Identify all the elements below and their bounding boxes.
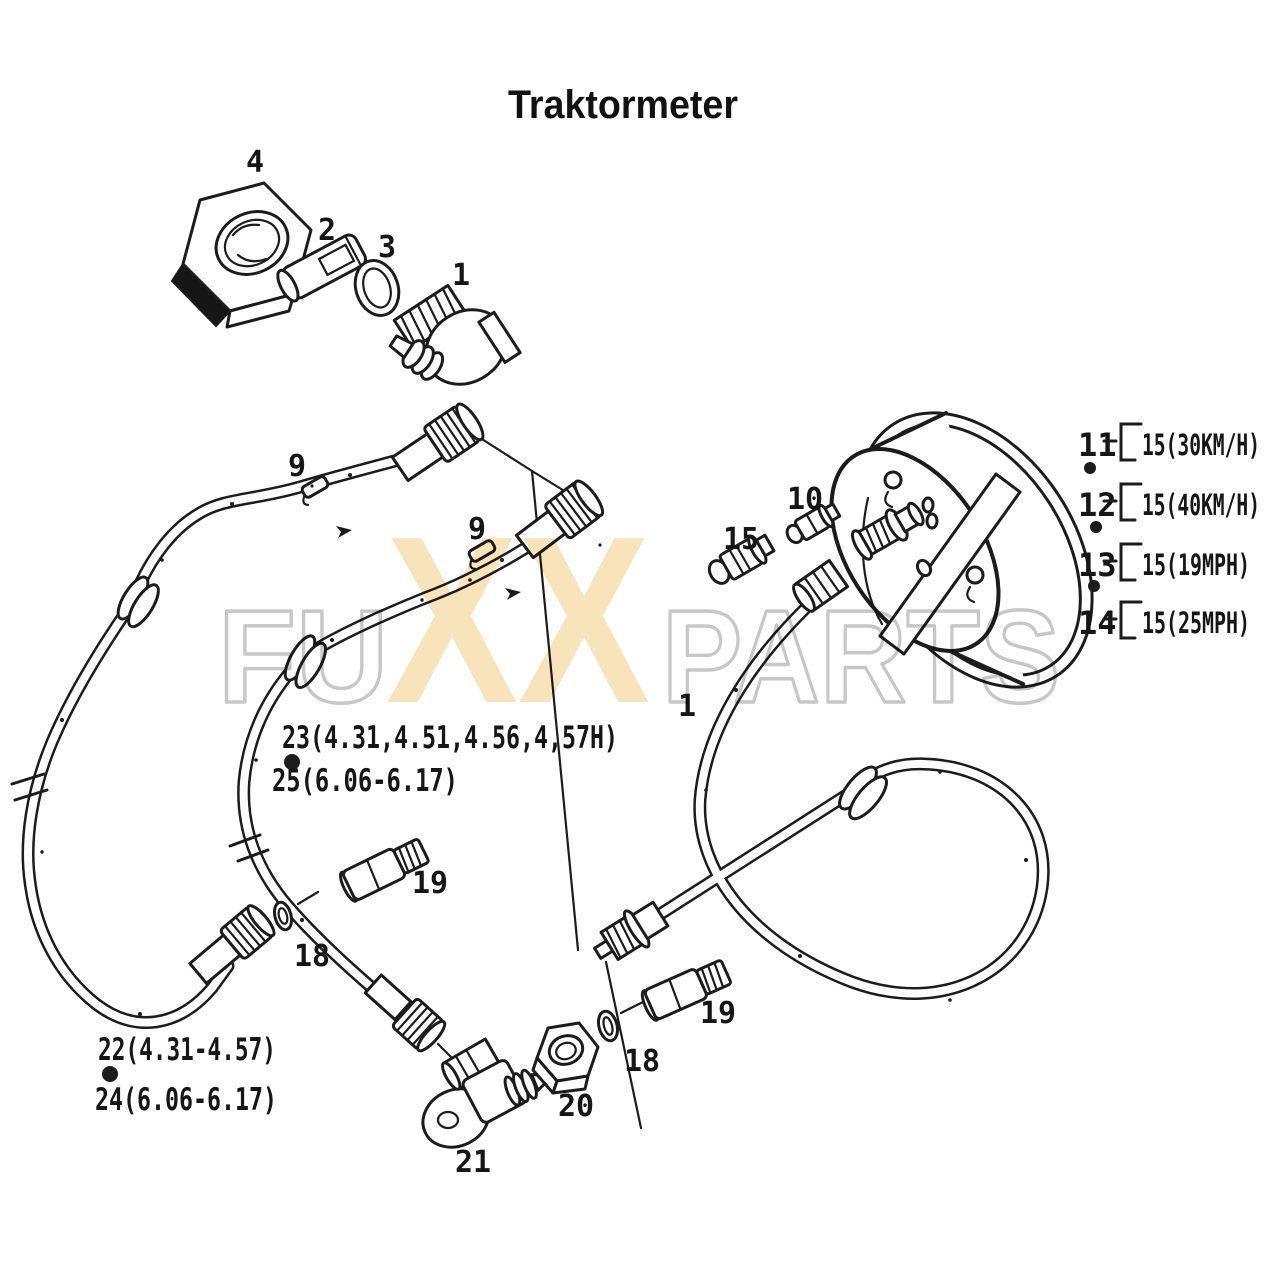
watermark: FU XX PARTS <box>216 488 1062 753</box>
part-label-21: 21 <box>455 1145 491 1180</box>
part-label-18-left: 18 <box>294 939 330 974</box>
note-bullet <box>284 754 300 770</box>
grommet-speedo-cable <box>838 765 888 821</box>
variant-spec: 15(40KM/H) <box>1142 488 1260 522</box>
variant-ref: 11 <box>1078 426 1117 464</box>
cable-connector <box>514 479 605 560</box>
variant-ref: 14 <box>1078 604 1117 642</box>
variant-ref: 13 <box>1078 546 1117 584</box>
part-20-union-nut <box>531 1021 600 1095</box>
watermark-right: PARTS <box>662 583 1060 730</box>
part-label-18-right: 18 <box>624 1044 660 1079</box>
part-labels: 4 2 3 1 9 9 10 15 1 19 18 21 20 18 19 <box>246 145 823 1180</box>
part-label-1-cable: 1 <box>678 689 696 724</box>
part-4-hex-nut <box>170 181 313 329</box>
gauge-drive-connector <box>850 501 925 561</box>
part-label-19-left: 19 <box>412 866 448 901</box>
part-label-9-upper: 9 <box>288 449 306 484</box>
variant-row-12: 12 15(40KM/H) <box>1078 482 1260 524</box>
direction-arrow <box>505 588 521 600</box>
cable-connector <box>188 904 276 985</box>
variant-spec: 15(30KM/H) <box>1142 428 1260 462</box>
variant-row-13: 13 15(19MPH) <box>1078 542 1250 584</box>
cable-ferrule <box>792 558 850 613</box>
direction-arrow <box>336 526 352 538</box>
part-label-4: 4 <box>246 145 264 180</box>
part-19-adapter-left <box>339 838 430 903</box>
part-label-10: 10 <box>787 482 823 517</box>
part-label-2: 2 <box>318 213 336 248</box>
cable-9-upper <box>10 402 485 1029</box>
variant-row-11: 11 15(30KM/H) <box>1078 422 1260 464</box>
note-24: 24(6.06-6.17) <box>95 1082 277 1118</box>
gauge-tractormeter <box>829 411 1094 689</box>
part-3-seal-ring <box>353 259 401 317</box>
part-18-washer-left <box>272 900 294 932</box>
part-18-washer-right <box>596 1009 620 1043</box>
note-25: 25(6.06-6.17) <box>272 763 458 799</box>
cable-end-fitting <box>593 900 670 961</box>
note-23: 23(4.31,4.51,4.56,4,57H) <box>282 720 618 756</box>
cable-clip <box>300 475 330 506</box>
grommet-lower-cable <box>283 634 327 689</box>
page-title: Traktormeter <box>508 83 738 127</box>
part-21-elbow-fitting <box>421 1037 551 1149</box>
variant-row-14: 14 15(25MPH) <box>1078 600 1250 642</box>
cable-9-lower <box>228 479 605 1060</box>
part-label-9-lower: 9 <box>468 512 486 547</box>
variant-separator-dot <box>1088 580 1100 592</box>
cable-1-speedo <box>593 558 1050 1000</box>
variant-spec: 15(25MPH) <box>1142 606 1250 640</box>
cable-clip <box>467 539 497 570</box>
variant-separator-dot <box>1090 521 1102 533</box>
watermark-left: FU <box>218 583 388 730</box>
note-22: 22(4.31-4.57) <box>98 1032 276 1068</box>
part-label-15: 15 <box>723 522 759 557</box>
grommet-upper-cable <box>116 575 160 629</box>
variant-spec: 15(19MPH) <box>1142 548 1250 582</box>
part-label-3: 3 <box>378 230 396 265</box>
cable-connector <box>390 402 485 482</box>
part-1-angle-fitting <box>388 283 522 386</box>
part-label-19-right: 19 <box>700 996 736 1031</box>
watermark-center: XX <box>386 488 650 753</box>
part-19-adapter-right <box>640 959 732 1022</box>
part-label-20: 20 <box>558 1089 594 1124</box>
part-15-bulb-socket <box>707 533 776 585</box>
variant-separator-dot <box>1084 462 1096 474</box>
variant-ref: 12 <box>1078 486 1117 524</box>
note-bullet <box>102 1066 118 1082</box>
part-label-1-top: 1 <box>452 258 470 293</box>
speckles <box>40 473 1028 1016</box>
cable-connector <box>363 973 447 1053</box>
speed-variant-list: 11 15(30KM/H) 12 15(40KM/H) 13 15(19MPH)… <box>1078 422 1260 642</box>
model-notes: 23(4.31,4.51,4.56,4,57H) 25(6.06-6.17) 2… <box>95 720 618 1118</box>
part-2-insert <box>276 233 367 303</box>
part-10-bulb <box>785 502 842 545</box>
diagram-artwork <box>10 181 1094 1149</box>
